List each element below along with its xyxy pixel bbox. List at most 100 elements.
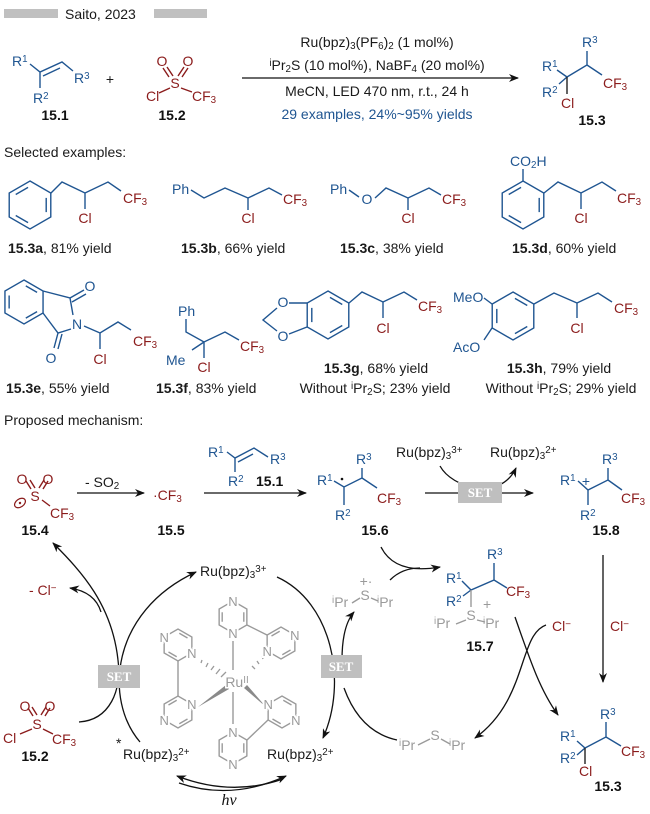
cf3-label: CF3	[123, 190, 148, 208]
sulfur-label: S	[30, 488, 39, 504]
ring-outline	[491, 291, 535, 341]
oxygen-label: O	[45, 698, 56, 714]
oxygen-label: O	[157, 53, 168, 69]
cation-charge: +	[582, 473, 590, 489]
double-bond-line	[168, 699, 178, 706]
bond-line	[333, 468, 378, 505]
alkene-15-1-mechanism: R1 R3 R2 15.1	[208, 444, 286, 489]
nitrogen-label: N	[228, 626, 237, 641]
bond-line	[42, 289, 132, 350]
benzene-ring	[4, 279, 44, 325]
arrow-hv-back	[176, 775, 284, 788]
set-box-background	[98, 665, 140, 688]
oxygen-label: O	[362, 191, 373, 207]
isopropyl-label: iPr	[399, 737, 416, 753]
bond-line	[261, 291, 418, 335]
bond-line	[577, 468, 623, 505]
example-label: 15.3a, 81% yield	[8, 240, 112, 256]
sulfur-label: S	[360, 587, 369, 603]
bond-line	[19, 706, 54, 735]
compound-15-4: O O S CF3 15.4	[13, 471, 75, 538]
ru3-label-top: Ru(bpz)33+	[396, 444, 463, 462]
chlorine-label: Cl	[579, 763, 592, 779]
r2-label: R2	[335, 507, 351, 523]
nitrogen-label: N	[159, 713, 168, 728]
example-15-3f: Ph Me Cl CF3 15.3f, 83% yield	[156, 303, 265, 396]
oxygen-label: O	[278, 328, 289, 344]
r2-label: R2	[560, 750, 576, 766]
double-bond-line	[329, 324, 343, 334]
bond-line	[25, 479, 51, 507]
bond-line	[185, 319, 240, 358]
double-bond-line	[15, 186, 29, 196]
cf3-label: CF3	[614, 300, 639, 318]
cation-15-8: + R1 R3 CF3 R2 15.8	[560, 451, 646, 538]
nitrogen-label: N	[228, 594, 237, 609]
examples-heading: Selected examples:	[4, 144, 126, 160]
mechanism-arrows	[52, 465, 607, 792]
nitrogen-label: N	[72, 316, 82, 332]
set-label: SET	[468, 485, 493, 500]
set-label: SET	[107, 669, 132, 684]
arrow-15-7-to-15-3	[514, 616, 559, 716]
nitrogen-label: N	[290, 628, 299, 643]
bond-line	[50, 181, 122, 209]
isopropyl-label: iPr	[434, 615, 451, 631]
double-bond-line	[282, 699, 292, 706]
double-bond-line	[508, 186, 522, 196]
bond-line	[522, 169, 617, 209]
arrow-to-15-7	[380, 546, 441, 573]
pyrazine-ring-top: NN	[218, 592, 248, 643]
double-bond-line	[514, 325, 528, 335]
double-bond-line	[25, 285, 38, 293]
example-label: 15.3e, 55% yield	[6, 380, 110, 396]
triflyl-chloride-15-2-mechanism: O O S Cl CF3 15.2	[3, 698, 77, 764]
nitrogen-label: N	[262, 644, 271, 659]
double-bond-line	[281, 649, 291, 656]
cf3-label: CF3	[442, 191, 467, 209]
cf3-label: CF3	[192, 88, 217, 106]
compound-label-15-6: 15.6	[361, 522, 388, 538]
compound-label-15-1: 15.1	[41, 107, 68, 123]
example-label: 15.3f, 83% yield	[156, 380, 256, 396]
nitrogen-label: N	[291, 713, 300, 728]
isopropyl-label: iPr	[377, 594, 394, 610]
r3-label: R3	[582, 34, 598, 50]
reaction-arrow: Ru(bpz)3(PF6)2 (1 mol%) iPr2S (10 mol%),…	[242, 34, 519, 122]
r1-label: R1	[208, 444, 224, 460]
sulfur-label: S	[466, 607, 475, 623]
bond-line	[556, 51, 603, 85]
double-bond-line	[168, 651, 178, 658]
ring-outline	[218, 600, 248, 634]
compound-label-15-4: 15.4	[21, 522, 48, 538]
r1-label: R1	[12, 53, 28, 69]
r3-label: R3	[74, 70, 90, 86]
bond-line	[158, 66, 193, 94]
example-15-3g: O O Cl CF3 15.3g, 68% yield Without iPr2…	[261, 290, 450, 398]
oxygen-label: O	[43, 471, 54, 487]
r1-label: R1	[446, 570, 462, 586]
nitrogen-label: N	[159, 630, 168, 645]
r3-label: R3	[600, 706, 616, 722]
lone-pair-icon	[13, 497, 27, 509]
ru2-label-top: Ru(bpz)32+	[490, 444, 557, 462]
compound-label-15-5: 15.5	[157, 522, 184, 538]
bond-line	[18, 501, 22, 505]
nitrogen-label: N	[228, 757, 237, 772]
oxygen-label: O	[85, 278, 96, 294]
excited-state-mark: *	[116, 735, 122, 751]
example-15-3b: Ph Cl CF3 15.3b, 66% yield	[172, 181, 308, 256]
sulfur-label: S	[32, 716, 41, 732]
chlorine-label: Cl	[146, 88, 159, 104]
double-bond-line	[508, 214, 522, 224]
double-bond-line	[178, 632, 188, 639]
set-box-left: SET	[98, 665, 140, 688]
cf3-label: CF3	[50, 505, 75, 523]
chloride-label-right: Cl−	[610, 618, 629, 634]
ring-outline	[163, 628, 193, 662]
benzene-ring	[8, 180, 52, 230]
r3-label: R3	[487, 546, 503, 562]
r3-label: R3	[270, 451, 286, 467]
cf3-label: CF3	[621, 743, 646, 761]
